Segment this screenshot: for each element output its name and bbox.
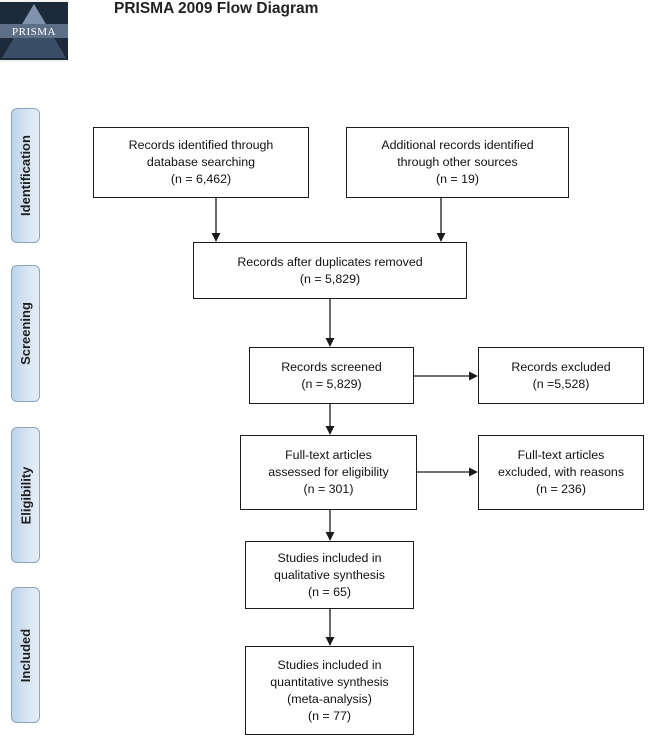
box-line: Records identified through	[128, 138, 274, 152]
box-line: Studies included in	[277, 550, 382, 565]
box-line: quantitative synthesis	[270, 674, 389, 689]
qualitative-synthesis-box: Studies included in qualitative synthesi…	[245, 541, 414, 609]
box-line: Records excluded	[511, 359, 611, 374]
stage-tab-screening: Screening	[11, 265, 40, 402]
box-line: Studies included in	[277, 657, 382, 672]
stage-label-eligibility: Eligibility	[18, 466, 34, 524]
box-line: Full-text articles	[517, 448, 605, 462]
box-line: Full-text articles	[285, 448, 372, 462]
box-count: (n = 77)	[307, 708, 352, 723]
box-line: Records after duplicates removed	[237, 254, 423, 269]
fulltext-excluded-box: Full-text articles excluded, with reason…	[478, 435, 644, 510]
stage-tab-eligibility: Eligibility	[11, 427, 40, 563]
stage-tab-identification: Identification	[11, 108, 40, 243]
records-screened-box: Records screened (n = 5,829)	[249, 347, 414, 404]
box-count: (n = 6,462)	[170, 172, 232, 186]
stage-label-identification: Identification	[18, 135, 34, 216]
box-line: assessed for eligibility	[268, 465, 389, 479]
stage-label-screening: Screening	[18, 302, 34, 365]
quantitative-synthesis-box: Studies included in quantitative synthes…	[245, 646, 414, 735]
records-after-duplicates-box: Records after duplicates removed (n = 5,…	[193, 242, 467, 299]
box-count: (n = 5,829)	[301, 376, 362, 391]
records-identified-other-box: Additional records identified through ot…	[346, 127, 569, 198]
stage-tab-included: Included	[11, 587, 40, 723]
stage-label-included: Included	[18, 628, 34, 682]
prisma-triangle-logo-icon: PRISMA	[0, 0, 68, 62]
box-line: through other sources	[397, 155, 518, 169]
records-excluded-box: Records excluded (n =5,528)	[478, 347, 644, 404]
box-count: (n = 301)	[303, 482, 354, 496]
box-line: Additional records identified	[381, 138, 534, 152]
box-count: (n =5,528)	[532, 376, 590, 391]
box-count: (n = 19)	[435, 172, 480, 186]
records-identified-database-box: Records identified through database sear…	[93, 127, 309, 198]
box-line: database searching	[146, 155, 256, 169]
box-line: Records screened	[281, 359, 382, 374]
fulltext-assessed-box: Full-text articles assessed for eligibil…	[240, 435, 417, 510]
box-line: (meta-analysis)	[287, 691, 372, 706]
box-count: (n = 5,829)	[299, 271, 361, 286]
box-count: (n = 236)	[536, 482, 586, 496]
box-count: (n = 65)	[307, 584, 352, 599]
box-line: qualitative synthesis	[274, 567, 385, 582]
box-line: excluded, with reasons	[497, 465, 625, 479]
logo-text: PRISMA	[12, 26, 56, 38]
page-title: PRISMA 2009 Flow Diagram	[114, 0, 319, 17]
